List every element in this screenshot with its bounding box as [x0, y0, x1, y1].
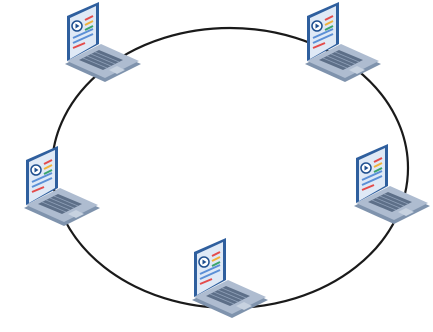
laptop-icon	[353, 143, 431, 225]
laptop-icon	[64, 1, 142, 83]
laptop-icon	[23, 145, 101, 227]
laptop-icon	[304, 1, 382, 83]
